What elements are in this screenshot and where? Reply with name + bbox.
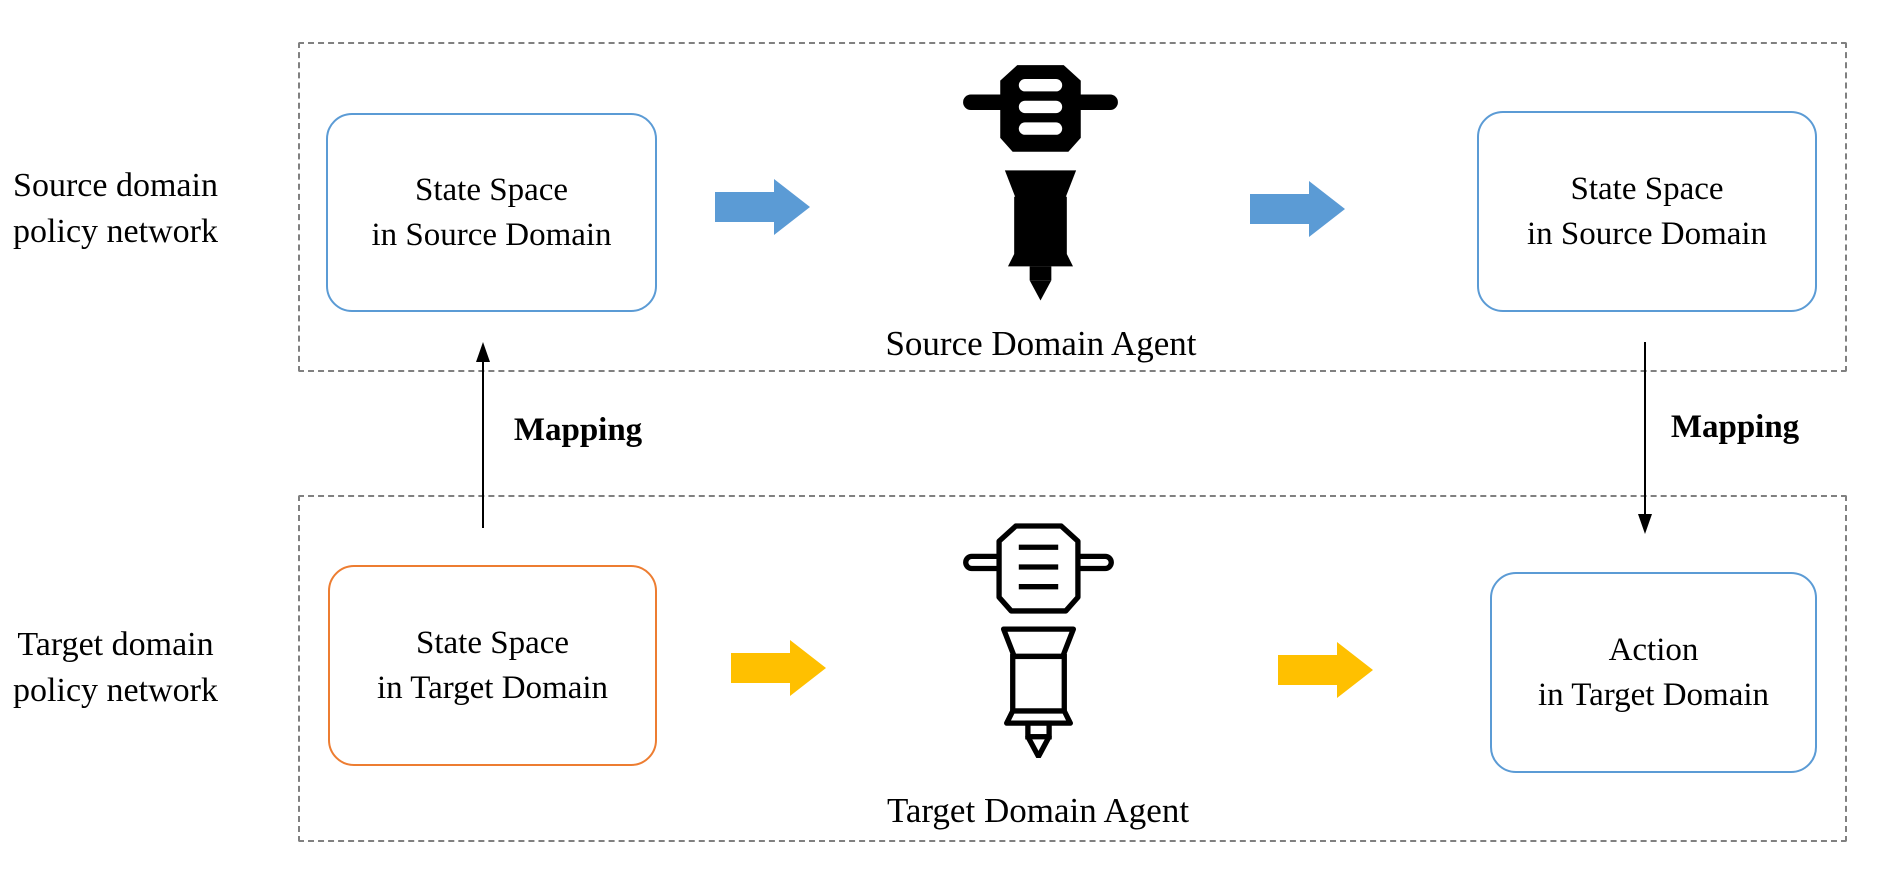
source-policy-network-container	[298, 42, 1847, 372]
source-network-label-line1: Source domain	[13, 167, 218, 204]
target-network-label: Target domain policy network	[8, 622, 223, 714]
source-agent-caption: Source Domain Agent	[885, 324, 1197, 363]
source-network-label-line2: policy network	[13, 213, 218, 250]
jackhammer-outline-icon	[963, 523, 1114, 758]
mapping-label-right: Mapping	[1670, 409, 1800, 445]
source-output-state-box: State Space in Source Domain	[1477, 111, 1817, 312]
source-state-space-line1: State Space	[414, 171, 569, 208]
mapping-arrow-down	[1638, 342, 1652, 534]
target-agent-caption: Target Domain Agent	[886, 791, 1190, 830]
target-state-space-line1: State Space	[415, 624, 570, 661]
source-output-state-line2: in Source Domain	[1526, 215, 1768, 252]
target-action-line2: in Target Domain	[1537, 676, 1770, 713]
jackhammer-filled-icon	[963, 65, 1118, 301]
mapping-label-left: Mapping	[513, 412, 643, 448]
arrow-right-yellow-2	[1278, 642, 1373, 698]
arrow-right-blue-2	[1250, 181, 1345, 237]
target-action-line1: Action	[1608, 631, 1699, 668]
source-output-state-line1: State Space	[1570, 170, 1724, 207]
target-state-space-line2: in Target Domain	[376, 669, 609, 706]
target-network-label-line2: policy network	[13, 672, 218, 709]
arrow-right-yellow-1	[731, 640, 826, 696]
target-state-space-box: State Space in Target Domain	[328, 565, 657, 766]
target-action-box: Action in Target Domain	[1490, 572, 1817, 773]
arrow-right-blue-1	[715, 179, 810, 235]
source-state-space-box: State Space in Source Domain	[326, 113, 657, 312]
target-network-label-line1: Target domain	[17, 626, 214, 663]
mapping-arrow-up	[476, 342, 490, 528]
source-state-space-line2: in Source Domain	[371, 216, 612, 253]
source-network-label: Source domain policy network	[8, 163, 223, 255]
target-policy-network-container	[298, 495, 1847, 842]
